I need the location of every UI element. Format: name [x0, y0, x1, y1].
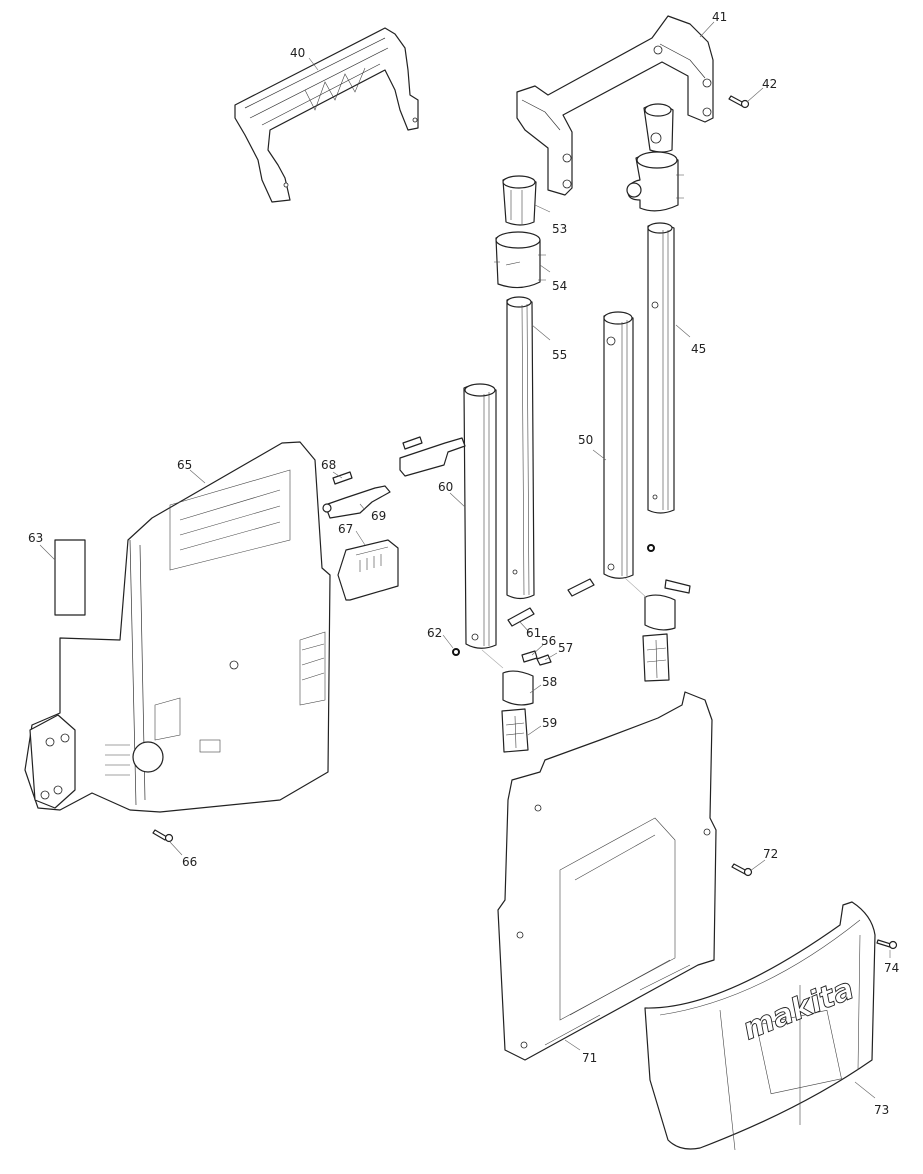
callout-67: 67 [338, 522, 353, 536]
callout-57: 57 [558, 641, 573, 655]
callout-74: 74 [884, 961, 899, 975]
part-40-carry-handle-frame [234, 27, 419, 203]
callout-69: 69 [371, 509, 386, 523]
callout-60: 60 [438, 480, 453, 494]
part-54-pipe-holder [494, 231, 546, 289]
callout-labels: 40 41 42 45 50 53 54 55 56 57 58 59 60 6… [28, 10, 899, 1117]
part-57-pin [536, 654, 552, 666]
part-74-screw [876, 939, 898, 950]
right-pipe-holder [626, 151, 684, 212]
callout-59: 59 [542, 716, 557, 730]
callout-72: 72 [763, 847, 778, 861]
right-pipe-end-holder [642, 633, 670, 682]
callout-45: 45 [691, 342, 706, 356]
o-ring-right [647, 544, 655, 552]
callout-41: 41 [712, 10, 727, 24]
part-67-lock-button [337, 539, 399, 601]
callout-65: 65 [177, 458, 192, 472]
part-69-lock-lever [322, 485, 391, 519]
part-50-outer-pipe-right [603, 311, 634, 579]
callout-61: 61 [526, 626, 541, 640]
right-anchor [567, 578, 595, 597]
part-41-telescopic-handle [516, 15, 714, 196]
part-73-front-cover: makita [644, 901, 876, 1151]
part-53-pipe-cap [502, 175, 537, 226]
part-68-spring [332, 471, 353, 485]
callout-58: 58 [542, 675, 557, 689]
callout-71: 71 [582, 1051, 597, 1065]
part-66-screw [152, 829, 174, 843]
part-72-screw [731, 863, 753, 877]
callout-62: 62 [427, 626, 442, 640]
part-55-inner-pipe-left [506, 296, 535, 600]
leader-lines [39, 21, 891, 1099]
right-pipe-cap [643, 103, 674, 153]
callout-53: 53 [552, 222, 567, 236]
part-65-housing-rear [24, 441, 331, 813]
part-68-spring-upper [402, 436, 423, 450]
callout-54: 54 [552, 279, 567, 293]
lever-upper [399, 437, 466, 477]
callout-73: 73 [874, 1103, 889, 1117]
part-60-outer-pipe-left [463, 383, 497, 649]
callout-68: 68 [321, 458, 336, 472]
callout-42: 42 [762, 77, 777, 91]
part-45-inner-pipe-right [647, 222, 675, 514]
right-spring-pin [664, 579, 691, 594]
part-59-pipe-end-holder [501, 708, 529, 753]
right-pipe-clip [644, 594, 676, 631]
part-62-o-ring [452, 648, 460, 656]
part-58-pipe-clip [502, 670, 534, 706]
part-71-housing-front [497, 691, 717, 1061]
callout-63: 63 [28, 531, 43, 545]
callout-40: 40 [290, 46, 305, 60]
part-42-screw [728, 95, 750, 109]
part-61-pipe-anchor [507, 607, 535, 627]
part-63-name-plate [54, 539, 86, 616]
callout-56: 56 [541, 634, 556, 648]
callout-55: 55 [552, 348, 567, 362]
callout-50: 50 [578, 433, 593, 447]
callout-66: 66 [182, 855, 197, 869]
